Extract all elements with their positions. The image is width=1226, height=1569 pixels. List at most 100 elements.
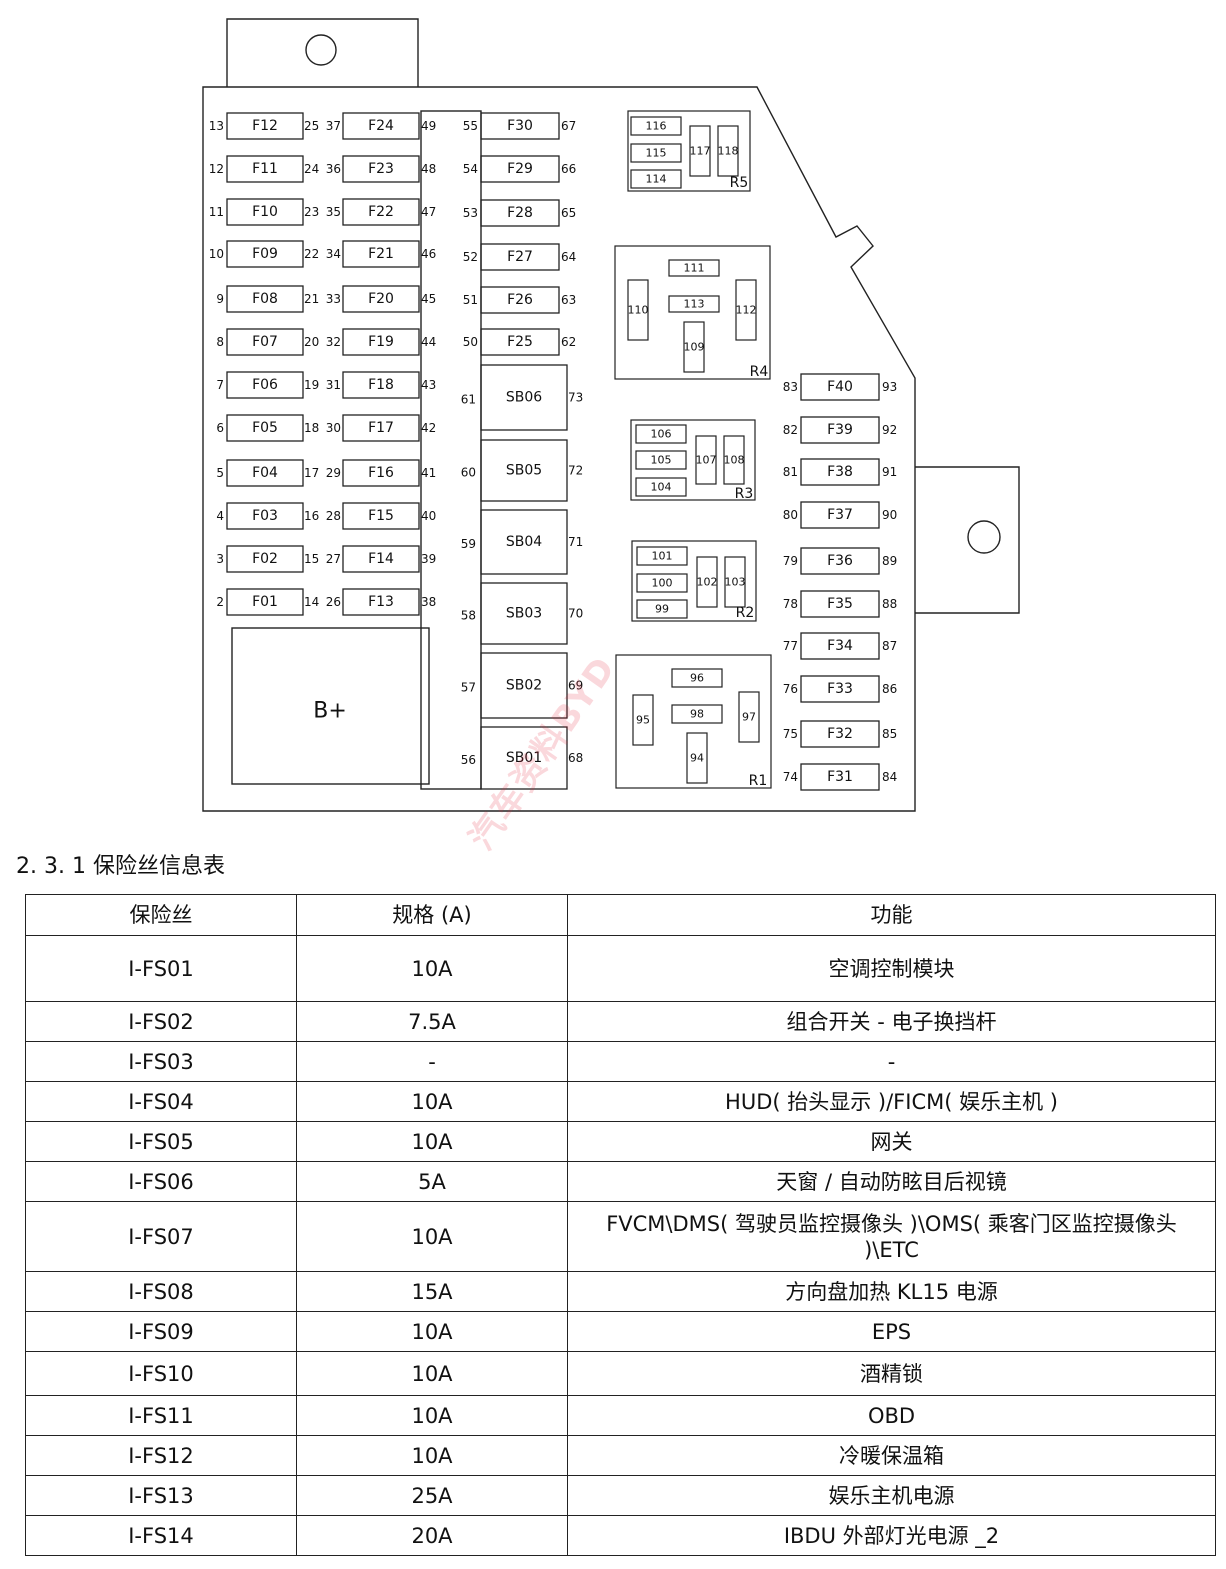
fuse-label: F34 [827, 638, 853, 654]
fuse-label: SB04 [506, 534, 542, 550]
pin-number: 69 [568, 679, 583, 693]
pin-number: 84 [882, 770, 897, 784]
fuse-label: F32 [827, 726, 853, 742]
fuse-label: SB02 [506, 678, 542, 694]
fuse-sb04[interactable]: SB04 59 71 [461, 509, 584, 575]
rating-cell: 10A [296, 935, 568, 1002]
pin-number: 55 [463, 119, 478, 133]
fuse-f15[interactable]: F15 28 40 [326, 502, 437, 530]
rating-cell: 10A [296, 1121, 568, 1162]
fuse-label: F36 [827, 553, 853, 569]
pin-number: 72 [568, 464, 583, 478]
fuse-label: SB05 [506, 463, 542, 479]
rating-cell: 20A [296, 1515, 568, 1556]
fuse-label: F15 [368, 508, 394, 524]
relay-pin-label: 96 [690, 672, 704, 685]
pin-number: 22 [304, 247, 319, 261]
fuse-label: F26 [507, 292, 533, 308]
fuse-label: F24 [368, 118, 394, 134]
pin-number: 71 [568, 535, 583, 549]
pin-number: 40 [421, 509, 436, 523]
relay-pin-label: 118 [718, 145, 739, 158]
pin-number: 16 [304, 509, 319, 523]
relay-pin-label: 100 [652, 577, 673, 590]
pin-number: 5 [216, 466, 224, 480]
relay-pin-label: 116 [646, 120, 667, 133]
relay-pin-label: 94 [690, 752, 704, 765]
pin-number: 59 [461, 537, 476, 551]
function-cell: HUD( 抬头显示 )/FICM( 娱乐主机 ) [567, 1081, 1216, 1122]
fuse-label: F39 [827, 422, 853, 438]
pin-number: 7 [216, 378, 224, 392]
rating-cell: 10A [296, 1311, 568, 1352]
pin-number: 34 [326, 247, 341, 261]
relay-pin-label: 97 [742, 711, 756, 724]
fuse-label: F40 [827, 379, 853, 395]
pin-number: 28 [326, 509, 341, 523]
function-cell: 酒精锁 [567, 1351, 1216, 1396]
fuse-id-cell: I-FS04 [25, 1081, 297, 1122]
rating-cell: 10A [296, 1081, 568, 1122]
pin-number: 42 [421, 421, 436, 435]
pin-number: 4 [216, 509, 224, 523]
fuse-id-cell: I-FS11 [25, 1395, 297, 1436]
pin-number: 61 [461, 393, 476, 407]
function-cell: 天窗 / 自动防眩目后视镜 [567, 1161, 1216, 1202]
pin-number: 83 [783, 380, 798, 394]
pin-number: 49 [421, 119, 436, 133]
